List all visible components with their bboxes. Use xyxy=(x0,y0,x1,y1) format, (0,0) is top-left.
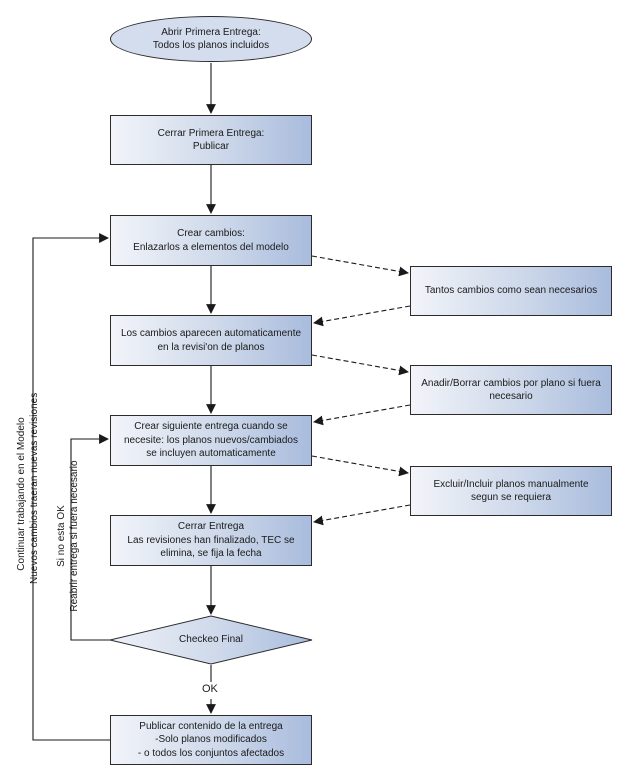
publish-line1: Publicar contenido de la entrega xyxy=(139,720,283,732)
publish-line2: -Solo planos modificados xyxy=(155,734,267,746)
many-changes-node: Tantos cambios como sean necesarios xyxy=(410,266,612,316)
inner-loop-line2: Reabrir entrega si fuera necesario xyxy=(68,460,80,612)
exclude-include-line1: Excluir/Incluir planos manualmente xyxy=(433,478,589,490)
create-changes-line1: Crear cambios: xyxy=(177,228,245,239)
close-delivery-node: Cerrar Entrega Las revisiones han finali… xyxy=(110,515,312,566)
changes-appear-line2: en la revisi'on de planos xyxy=(157,341,265,353)
edge-side2-to-next xyxy=(313,404,411,426)
close-first-line2: Publicar xyxy=(192,141,230,152)
ok-edge-label: OK xyxy=(202,683,218,695)
edge-appear-to-side2 xyxy=(311,354,409,376)
many-changes-label: Tantos cambios como sean necesarios xyxy=(424,285,598,297)
exclude-include-node: Excluir/Incluir planos manualmente segun… xyxy=(410,466,612,516)
edge-create-to-side1 xyxy=(311,255,409,277)
inner-loop-line1: Si no esta OK xyxy=(56,505,67,567)
close-delivery-line2: Las revisiones han finalizado, TEC se xyxy=(127,534,295,546)
changes-appear-node: Los cambios aparecen automaticamente en … xyxy=(110,315,312,366)
create-changes-node: Crear cambios: Enlazarlos a elementos de… xyxy=(110,215,312,266)
changes-appear-line1: Los cambios aparecen automaticamente xyxy=(120,328,302,339)
edge-outer-loop xyxy=(32,233,110,741)
add-remove-changes-node: Anadir/Borrar cambios por plano si fuera… xyxy=(410,365,612,415)
next-delivery-line1: Crear siguiente entrega cuando se xyxy=(134,421,288,433)
final-check-diamond xyxy=(109,615,313,665)
close-delivery-line3: elimina, se fija la fecha xyxy=(160,548,262,560)
edge-side1-to-appear xyxy=(313,305,411,327)
edge-side3-to-close xyxy=(313,504,411,526)
close-first-line1: Cerrar Primera Entrega: xyxy=(157,127,265,139)
final-check-node: Checkeo Final xyxy=(150,630,272,650)
exclude-include-line2: segun se requiera xyxy=(470,492,552,503)
next-delivery-line2: necesite: los planos nuevos/cambiados xyxy=(124,434,298,446)
close-first-delivery-node: Cerrar Primera Entrega: Publicar xyxy=(110,115,312,165)
close-delivery-line1: Cerrar Entrega xyxy=(177,521,245,533)
outer-loop-line2: Nuevos cambios traeran nuevas revisiones xyxy=(28,392,40,584)
add-remove-line2: necesario xyxy=(489,391,533,402)
outer-loop-line1: Continuar trabajando en el Modelo xyxy=(16,417,27,571)
start-node-line1: Abrir Primera Entrega: xyxy=(161,26,261,38)
edge-inner-loop xyxy=(70,434,110,641)
final-check-label: Checkeo Final xyxy=(179,634,243,646)
publish-node: Publicar contenido de la entrega -Solo p… xyxy=(110,715,312,765)
start-node-line2: Todos los planos incluidos xyxy=(152,40,270,51)
inner-loop-label: Si no esta OK Reabrir entrega si fuera n… xyxy=(56,456,81,616)
outer-loop-label: Continuar trabajando en el Modelo Nuevos… xyxy=(16,392,41,584)
next-delivery-line3: se incluyen automaticamente xyxy=(146,448,276,460)
edge-next-to-side3 xyxy=(311,455,409,477)
publish-line3: - o todos los conjuntos afectados xyxy=(137,747,285,759)
next-delivery-node: Crear siguiente entrega cuando se necesi… xyxy=(110,415,312,466)
create-changes-line2: Enlazarlos a elementos del modelo xyxy=(133,241,289,253)
start-node: Abrir Primera Entrega: Todos los planos … xyxy=(110,16,312,62)
add-remove-line1: Anadir/Borrar cambios por plano si fuera xyxy=(421,377,601,389)
